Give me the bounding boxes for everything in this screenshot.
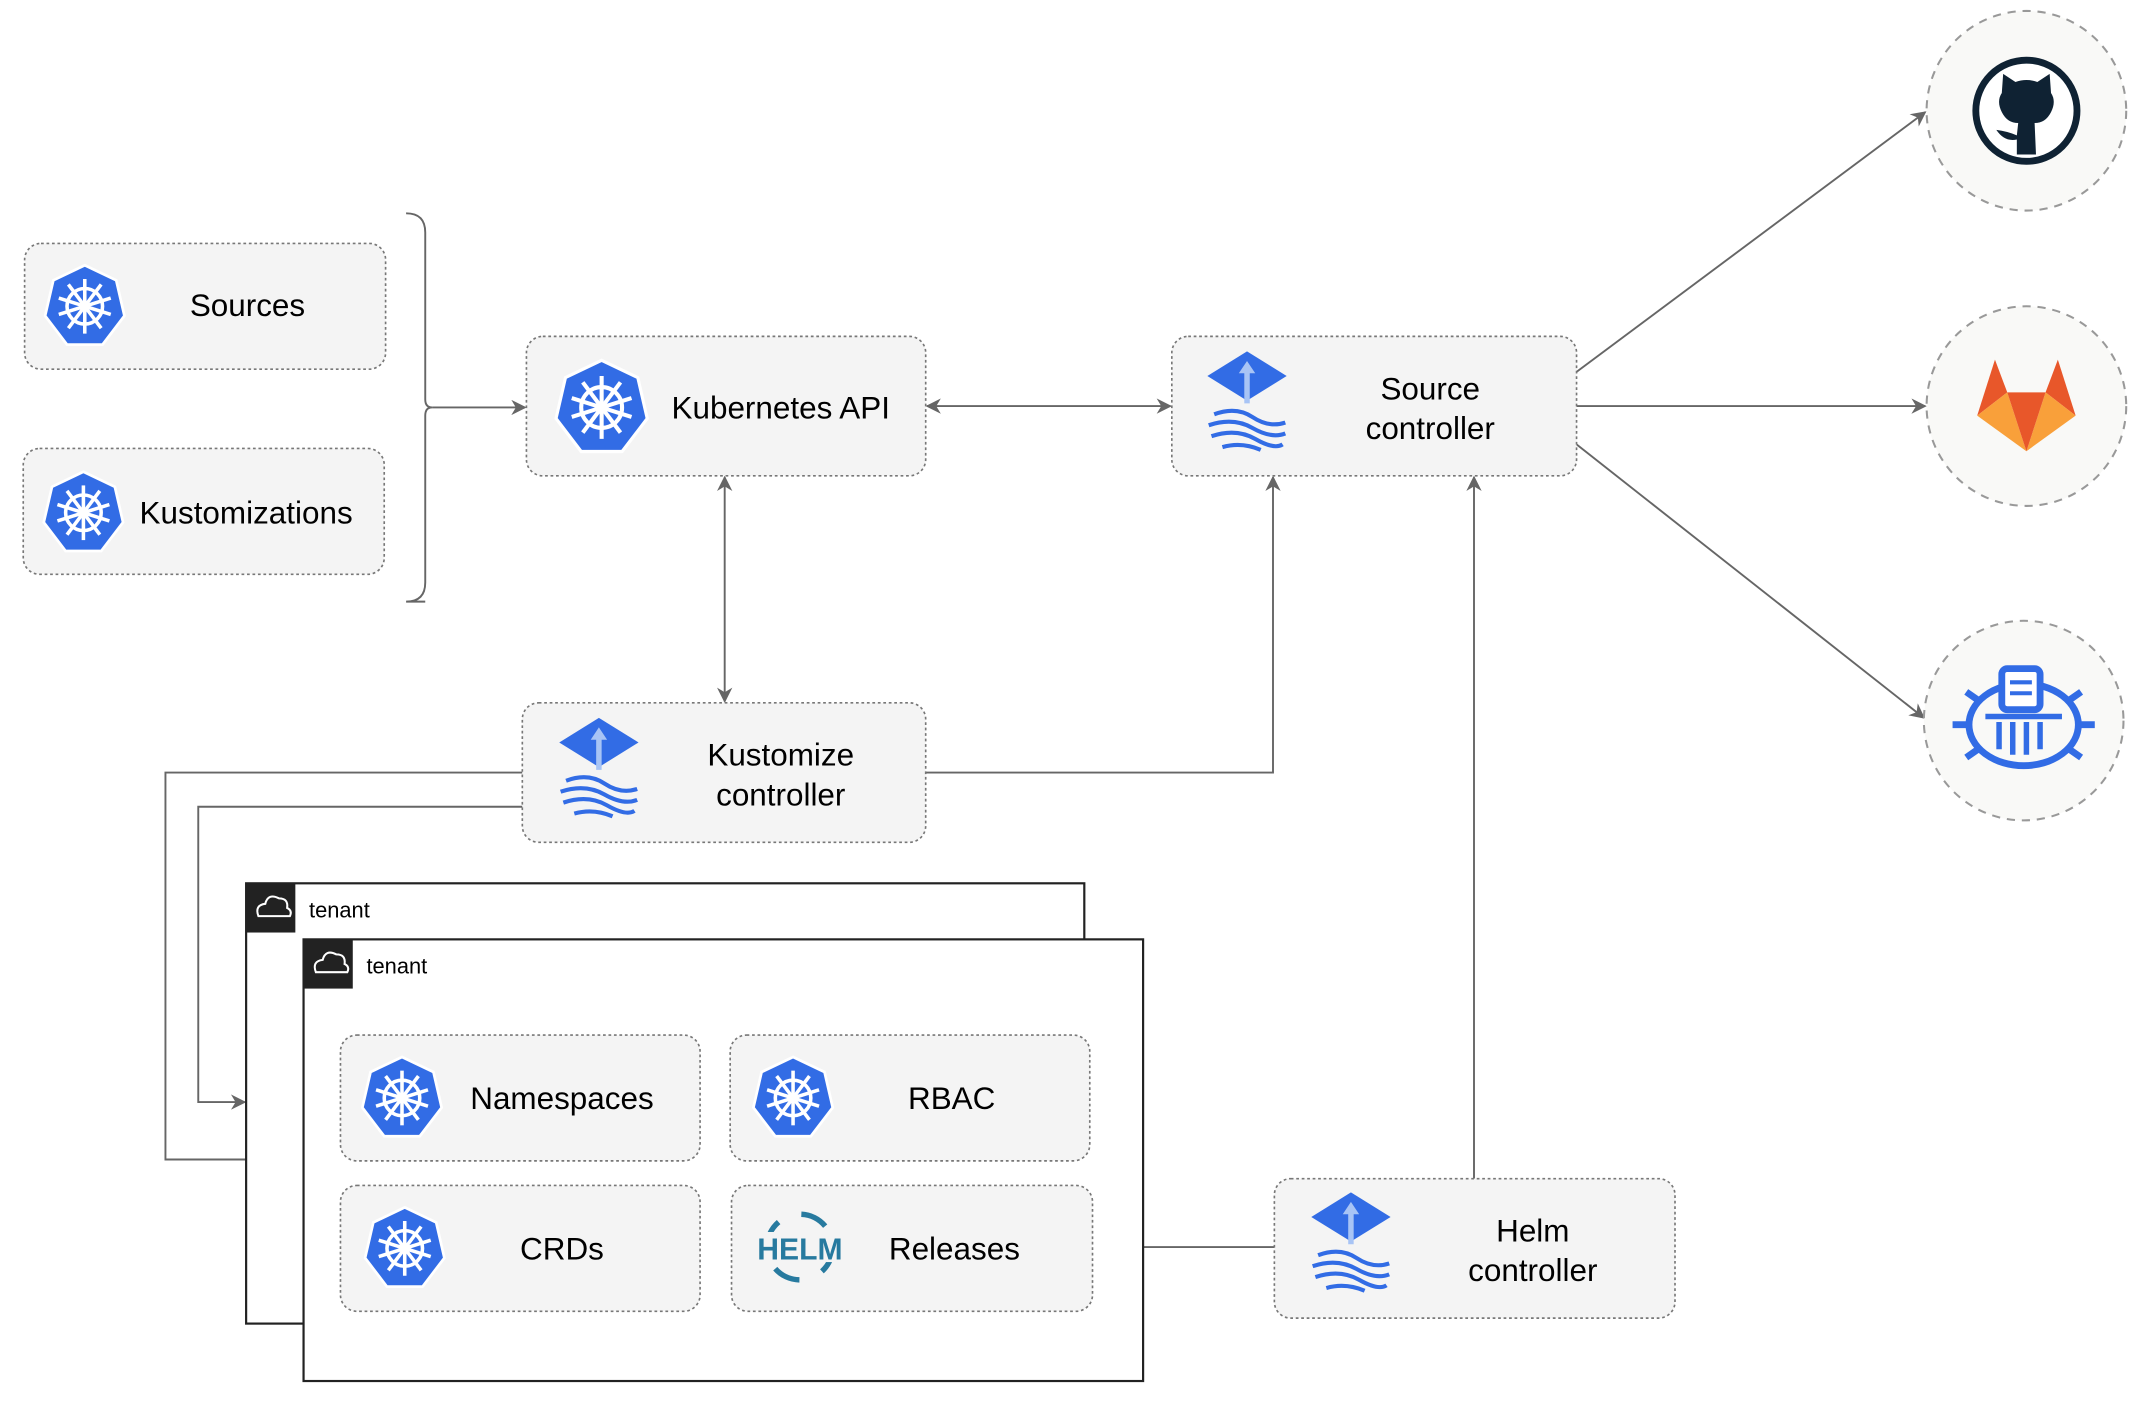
helm-icon: HELM [753,1211,847,1283]
gitlab-node[interactable] [1925,305,2128,507]
kubernetes-api-label: Kubernetes API [672,390,890,425]
tenant-label: tenant [309,897,370,922]
kustomize-controller-label-2: controller [716,777,845,812]
rbac-node[interactable]: RBAC [729,1034,1091,1162]
cloud-icon [313,951,350,974]
edge-source-to-bucket [1575,443,1926,719]
tenant-front: tenant Namespaces RBAC CRDs HELM Release… [302,938,1145,1383]
releases-label: Releases [889,1231,1020,1266]
crds-label: CRDs [520,1231,604,1266]
source-controller-node[interactable]: Source controller [1170,335,1578,477]
cloud-icon [256,895,292,918]
tenant-label: tenant [366,954,427,979]
kubernetes-icon [43,263,127,347]
sources-node[interactable]: Sources [23,242,387,371]
bucket-node[interactable] [1922,619,2125,822]
kustomize-controller-label-1: Kustomize [707,738,854,773]
source-controller-label-2: controller [1366,411,1495,446]
edge-source-to-github [1575,111,1927,373]
source-controller-label-1: Source [1380,371,1480,406]
kustomizations-node[interactable]: Kustomizations [22,447,386,576]
helm-controller-node[interactable]: Helm controller [1273,1177,1676,1319]
gitlab-icon [1977,359,2076,452]
kubernetes-icon [363,1205,447,1289]
kustomize-controller-node[interactable]: Kustomize controller [521,701,927,844]
github-node[interactable] [1925,9,2128,212]
bucket-icon [1952,665,2095,770]
edge-kustomize-to-tenant-front [164,771,523,1168]
helm-controller-label-1: Helm [1496,1214,1569,1249]
kubernetes-icon [360,1055,444,1139]
sources-label: Sources [190,288,305,323]
edge-kustomize-to-tenant-back [197,805,523,1110]
kubernetes-icon [751,1055,835,1139]
helm-controller-label-2: controller [1468,1253,1597,1288]
kustomizations-label: Kustomizations [140,496,353,531]
kubernetes-icon [41,469,125,553]
namespaces-label: Namespaces [470,1081,653,1116]
inputs-brace [406,212,433,603]
kubernetes-api-node[interactable]: Kubernetes API [525,335,927,477]
crds-node[interactable]: CRDs [339,1184,701,1313]
rbac-label: RBAC [908,1081,995,1116]
namespaces-node[interactable]: Namespaces [339,1034,701,1162]
releases-node[interactable]: HELM Releases [730,1184,1094,1313]
kubernetes-icon [556,360,647,451]
github-icon [1972,56,2081,165]
helm-logo-text: HELM [757,1233,842,1266]
edge-kustomize-to-source-controller [925,475,1281,774]
